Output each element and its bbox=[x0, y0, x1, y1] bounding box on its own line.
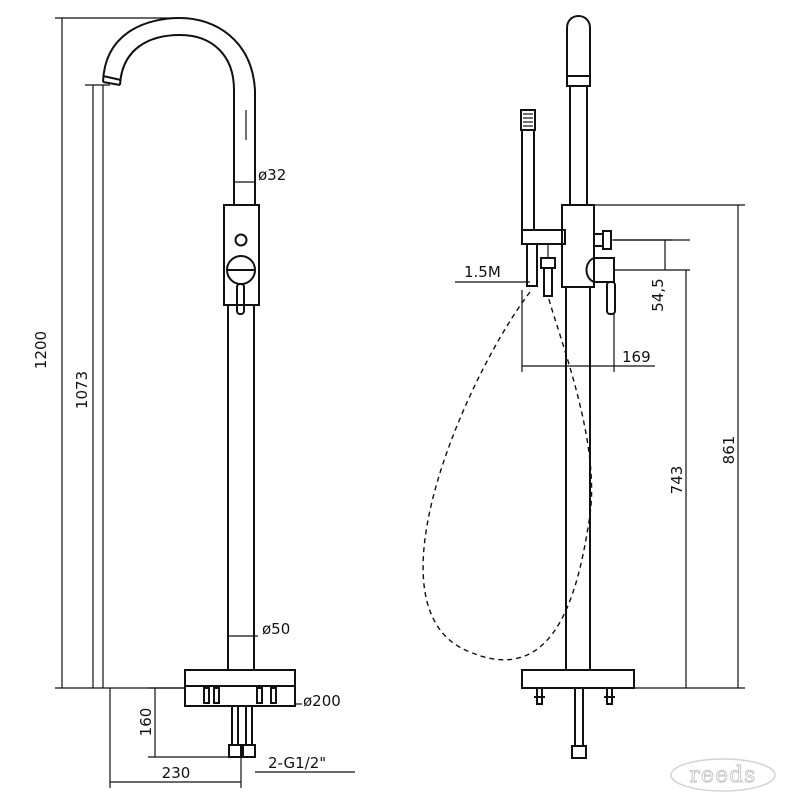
side-fixing-bolts bbox=[534, 687, 615, 705]
side-tail-connector bbox=[571, 745, 587, 759]
dim-diameter-32: ø32 bbox=[258, 166, 286, 184]
dim-diameter-200: ø200 bbox=[303, 692, 341, 710]
fixing-bolts bbox=[203, 687, 277, 704]
tail-connector-right bbox=[242, 744, 256, 758]
dim-160: 160 bbox=[137, 708, 155, 737]
dim-54-5: 54,5 bbox=[649, 278, 667, 311]
side-supply-tail bbox=[574, 687, 584, 747]
lever-handle bbox=[236, 283, 245, 315]
dim-230: 230 bbox=[162, 764, 191, 782]
dim-169: 169 bbox=[622, 348, 651, 366]
shower-cradle bbox=[521, 229, 566, 245]
hose-connector-stem bbox=[543, 267, 553, 297]
hand-shower-head bbox=[520, 109, 536, 131]
side-view: 1.5M 54,5 169 743 861 bbox=[422, 15, 745, 759]
base-plate bbox=[184, 669, 296, 707]
dim-1073: 1073 bbox=[73, 371, 91, 409]
hose-connector bbox=[540, 257, 556, 269]
hand-shower-handle bbox=[521, 129, 535, 231]
shower-head-grip bbox=[523, 113, 533, 127]
side-lever-hub bbox=[585, 257, 615, 283]
dim-hose-length: 1.5M bbox=[464, 263, 501, 281]
flexible-hose bbox=[422, 291, 593, 661]
front-view: 1200 1073 ø32 ø50 ø200 160 230 2-G1/2" bbox=[32, 16, 355, 788]
dim-743: 743 bbox=[668, 466, 686, 495]
dim-1200: 1200 bbox=[32, 331, 50, 369]
cradle-clip bbox=[526, 243, 538, 287]
side-mixer-body bbox=[561, 204, 595, 288]
dim-861: 861 bbox=[720, 436, 738, 465]
reeds-logo: reeds bbox=[670, 758, 776, 792]
side-base-plate bbox=[521, 669, 635, 689]
cartridge-cap bbox=[234, 233, 248, 247]
dim-diameter-50: ø50 bbox=[262, 620, 290, 638]
tail-connector-left bbox=[228, 744, 242, 758]
spout-gooseneck bbox=[102, 16, 256, 205]
diverter-stem bbox=[593, 233, 604, 247]
spout-top bbox=[566, 15, 591, 82]
dim-connection-thread: 2-G1/2" bbox=[268, 754, 326, 772]
spout-outlet bbox=[102, 75, 122, 86]
side-lever bbox=[606, 281, 616, 315]
mixer-body bbox=[223, 204, 260, 306]
spout-aerator bbox=[566, 75, 591, 87]
svg-text:reeds: reeds bbox=[690, 763, 757, 788]
diverter-knob bbox=[602, 230, 612, 250]
spout-gooseneck-inner bbox=[119, 33, 235, 205]
